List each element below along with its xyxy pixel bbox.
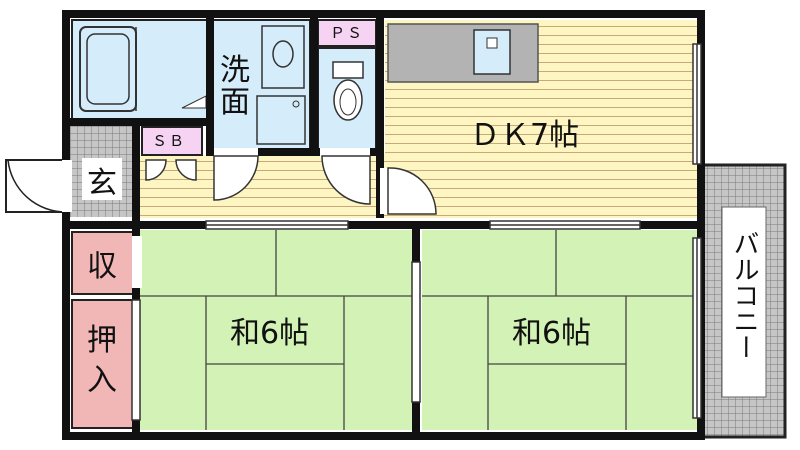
- kitchen-sink-icon: [473, 29, 511, 75]
- door-swing-icon: [321, 155, 371, 205]
- balcony-label: バルコニー: [729, 230, 759, 360]
- door-swing-icon: [7, 159, 67, 213]
- sb-label: ＳＢ: [152, 132, 186, 150]
- door-openings: [62, 148, 390, 288]
- oshiire-label-2: 入: [87, 363, 117, 398]
- door-swings: [145, 155, 437, 215]
- washroom: 洗 面: [209, 19, 311, 153]
- genkan-label: 玄: [87, 166, 117, 201]
- toilet-icon: [332, 61, 364, 79]
- bathroom: [71, 19, 211, 121]
- oshiire-label-1: 押: [87, 323, 117, 358]
- washitsu-right: 和6帖: [422, 230, 697, 430]
- genkan: 玄: [70, 125, 136, 217]
- shuno-label: 収: [87, 249, 117, 284]
- door-swing-icon: [175, 159, 197, 181]
- kitchen-counter: [387, 23, 539, 83]
- washing-machine-pan: [256, 95, 306, 145]
- toilet-room: [317, 47, 377, 153]
- pipe-space: ＰＳ: [317, 19, 377, 47]
- door-swing-icon: [213, 155, 259, 201]
- door-swing-icon: [145, 159, 167, 181]
- entrance-step: [5, 159, 71, 213]
- senmen-label-2: 面: [220, 85, 250, 120]
- washitsu-left-label: 和6帖: [230, 316, 309, 351]
- balcony: バルコニー: [701, 163, 787, 439]
- shoe-box: ＳＢ: [141, 126, 203, 156]
- washitsu-right-label: 和6帖: [512, 316, 591, 351]
- bathtub-icon: [79, 26, 137, 112]
- washitsu-left: 和6帖: [140, 230, 412, 430]
- sliding-window-icon: [131, 43, 702, 421]
- door-swing-icon: [387, 167, 437, 215]
- ps-label: ＰＳ: [330, 24, 364, 42]
- dk-label: ＤＫ7帖: [470, 118, 579, 153]
- senmen-label-1: 洗: [220, 53, 250, 88]
- oshiire: 押 入: [71, 299, 135, 429]
- washbasin-icon: [261, 25, 305, 89]
